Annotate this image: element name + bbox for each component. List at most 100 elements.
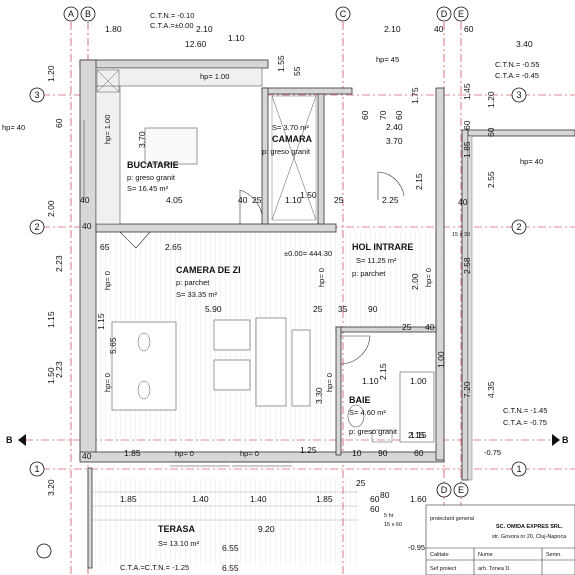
room-hall-name: HOL INTRARE [352,242,413,252]
dim-int-6: 2.15 [414,173,424,190]
dim-int-4: 25 [334,195,344,205]
title-col-sign: Semn. [546,552,562,558]
sill-hp-0-g: hp= 0 [325,373,334,392]
title-company: SC. OMIDA EXPRES SRL. [496,524,563,530]
dim-int-30: 25 [402,322,412,332]
dim-top-5: 12.60 [185,39,207,49]
dim-int-18: 60 [394,110,404,120]
dim-terrace-3: 1.85 [316,494,333,504]
dim-top-0: 1.80 [105,24,122,34]
sill-hp-1: hp= 1.00 [200,72,229,81]
dim-int-10: 25 [313,304,323,314]
title-architect: arh. Tonea D. [478,566,511,572]
dim-int-16: 60 [360,110,370,120]
axis-label-1-left: 1 [34,464,39,474]
dim-int-32: 40 [82,221,92,231]
dim-terrace-8: 9.20 [258,524,275,534]
dim-int-13: 1.50 [300,190,317,200]
dim-terrace-6: 1.60 [410,494,427,504]
dim-int-21: 1.00 [410,376,427,386]
text-layer: C.T.N.= -0.10 C.T.A.=±0.00 C.T.N.= -0.55… [2,11,569,573]
dim-right-8: 1.45 [462,83,472,100]
room-hall-floor: p: parchet [352,269,386,278]
axis-label-2-right: 2 [516,222,521,232]
dim-int-20: 2.15 [378,363,388,380]
dim-int-22: 3.30 [314,387,324,404]
dim-int-35: 1.15 [410,430,427,440]
door-swings [119,171,405,365]
room-hall-area: S= 11.25 m² [356,256,397,265]
dim-left-3: 40 [80,195,90,205]
dim-right-7: 2.00 [410,273,420,290]
dim-right-10: 60 [462,120,472,130]
dim-int-26: 1.25 [300,445,317,455]
dim-int-27: 10 [352,448,362,458]
level-cta-top: C.T.A.=±0.00 [150,21,194,30]
dim-int-24: 1.15 [96,313,106,330]
room-pantry-area: S= 3.70 m² [272,123,309,132]
axis-label-1-right: 1 [516,464,521,474]
dim-left-9: 40 [82,451,92,461]
dim-int-14: 3.70 [137,131,147,148]
axis-label-3-left: 3 [34,90,39,100]
dim-int-29: 60 [414,448,424,458]
sill-hp-40-right: hp= 40 [520,157,543,166]
dim-int-11: 35 [338,304,348,314]
axis-label-d-bottom: D [441,485,448,495]
axis-label-d-top: D [441,9,448,19]
dim-int-12: 90 [368,304,378,314]
sill-hp-0-d: hp= 0 [240,449,259,458]
dim-right-2: 1.85 [462,141,472,158]
room-kitchen-name: BUCATARIE [127,160,179,170]
room-pantry-name: CAMARA [272,134,312,144]
room-kitchen-area: S= 16.45 m² [127,184,169,193]
dim-top-2: 2.10 [384,24,401,34]
title-col-name: Nume [478,552,493,558]
dim-int-31: 40 [425,322,435,332]
dim-int-25: 1.85 [124,448,141,458]
dim-int-38: 3.70 [386,136,403,146]
sill-hp-40-left: hp= 40 [2,123,25,132]
dim-top-6: 1.10 [228,33,245,43]
dim-int-34: 1.00 [436,351,446,368]
dim-left-7: 1.50 [46,367,56,384]
sill-hp-0-f: hp= 0 [424,268,433,287]
dim-int-28: 90 [378,448,388,458]
dim-int-15: 2.40 [386,122,403,132]
room-living-area: S= 33.35 m² [176,290,218,299]
dim-terrace-0: 1.85 [120,494,137,504]
dim-int-19: 1.10 [362,376,379,386]
axis-labels: A B C D E D E 3 2 1 3 2 1 [34,9,521,495]
dim-int-3: 1.10 [285,195,302,205]
level-bottom: C.T.A.=C.T.N.= -1.25 [120,563,189,572]
title-address: str. Govora nr 20, Cluj-Napoca [492,534,567,540]
dim-terrace-1: 1.40 [192,494,209,504]
dim-left-8: 3.20 [46,479,56,496]
dim-terrace-10: 6.55 [222,563,239,573]
axis-bubbles [29,6,527,559]
dim-terrace-4: 60 [370,494,380,504]
dim-int-1: 40 [238,195,248,205]
level-ctn-top: C.T.N.= -0.10 [150,11,194,20]
level-ctn-lower-right: C.T.N.= -1.45 [503,406,547,415]
sill-hp-0-a: hp= 0 [103,271,112,290]
dim-top-4: 60 [464,24,474,34]
level-cta-right: C.T.A.= -0.45 [495,71,539,80]
dim-int-41: 80 [380,490,390,500]
dim-right-3: 2.55 [486,171,496,188]
dim-int-40: 5 hr [384,513,394,519]
dim-int-2: 25 [252,195,262,205]
sill-hp-0-c: hp= 0 [175,449,194,458]
section-label-right: B [562,435,569,445]
sill-hp-45: hp= 45 [376,55,399,64]
axis-label-3-right: 3 [516,90,521,100]
dim-int-9: 5.90 [205,304,222,314]
dim-int-42: 55 [292,66,302,76]
room-kitchen-floor: p: greso granit [127,173,176,182]
dim-int-36: 25 [356,478,366,488]
dim-right-9: 60 [486,127,496,137]
terrace-hatch [90,491,358,521]
dim-left-0: 1.20 [46,65,56,82]
sill-hp-0-e: hp= 0 [317,268,326,287]
